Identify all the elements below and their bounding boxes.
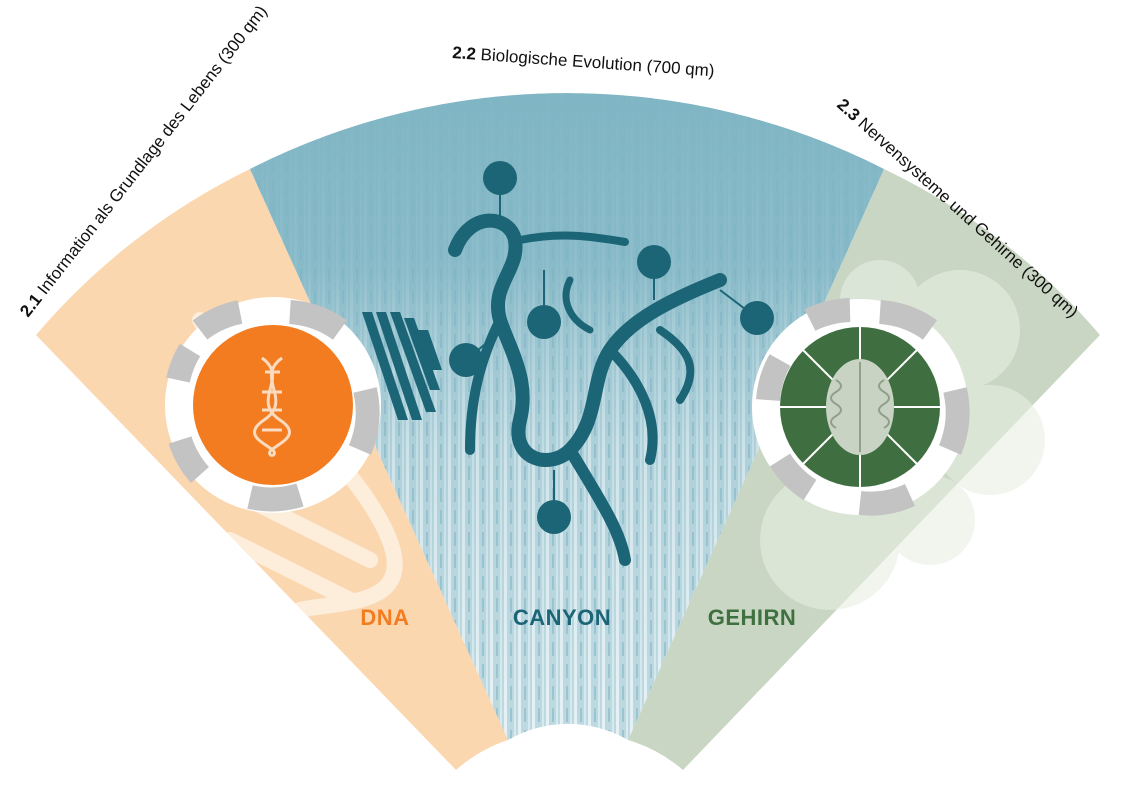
dna-ring-segments — [166, 300, 380, 512]
canyon-stripes — [362, 312, 442, 420]
dna-icon — [253, 356, 291, 458]
river-nodes — [449, 161, 774, 534]
section-2-2-title-label: 2.2 Biologische Evolution (700 qm) — [452, 43, 715, 80]
dna-label: DNA — [360, 605, 409, 630]
river-node — [527, 305, 561, 339]
dna-medallion — [165, 297, 381, 513]
river-node — [449, 343, 483, 377]
canyon-label: CANYON — [513, 605, 611, 630]
river-node — [740, 301, 774, 335]
river-channels — [448, 213, 727, 566]
canyon-river-icon — [362, 161, 774, 566]
river-node — [637, 245, 671, 279]
river-node — [537, 500, 571, 534]
brain-ring-segments — [756, 298, 970, 516]
gehirn-label: GEHIRN — [708, 605, 797, 630]
brain-icon — [826, 359, 894, 455]
brain-medallion — [752, 298, 970, 516]
river-node — [483, 161, 517, 195]
